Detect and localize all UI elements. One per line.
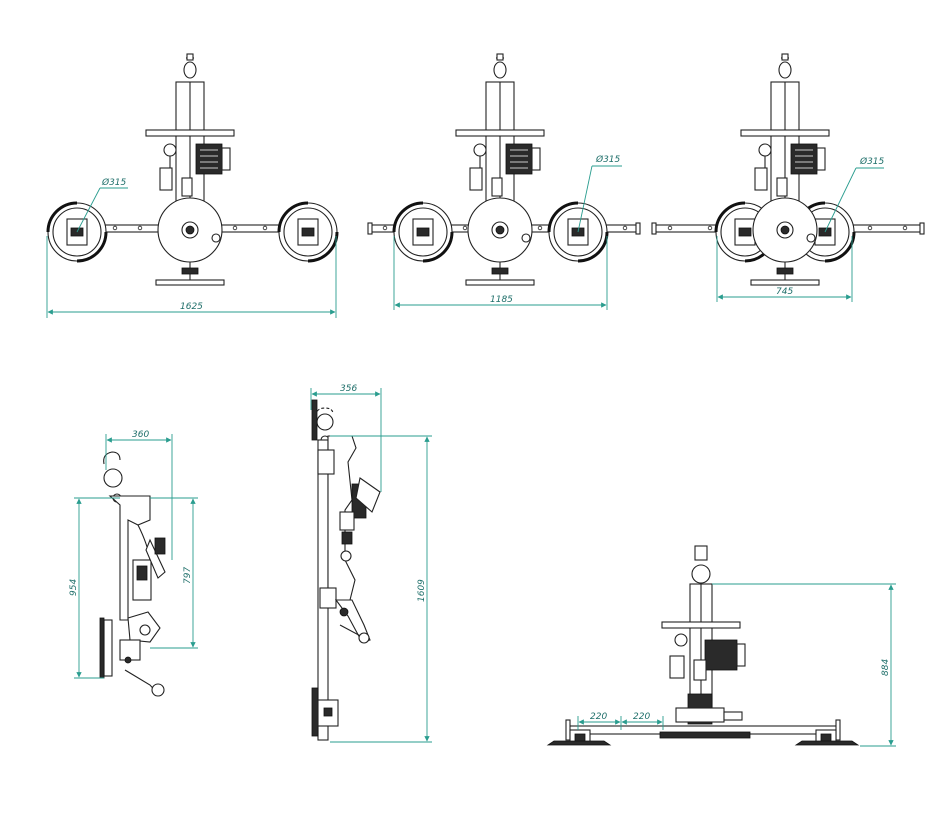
- side1-height-inner-label: 797: [183, 567, 193, 584]
- front-view: 220 220 884: [546, 545, 896, 747]
- side1-height-outer-label: 954: [69, 579, 79, 596]
- front-spacing-2-label: 220: [633, 712, 650, 722]
- side2-depth-label: 356: [340, 384, 357, 394]
- view1-width-label: 1625: [180, 302, 203, 312]
- top-view-1185: Ø315 1185: [367, 53, 641, 310]
- view2-diameter-label: Ø315: [595, 154, 621, 165]
- view1-diameter-label: Ø315: [101, 177, 127, 188]
- side-view-tilted: 360 954 797: [69, 430, 198, 697]
- front-height-label: 884: [881, 659, 891, 676]
- suction-pad-icon: [277, 201, 339, 263]
- side2-height-label: 1609: [417, 579, 427, 602]
- view3-width-label: 745: [776, 287, 793, 297]
- suction-pad-icon: [392, 201, 454, 263]
- side1-depth-label: 360: [132, 430, 149, 440]
- front-spacing-1-label: 220: [590, 712, 607, 722]
- view2-width-label: 1185: [490, 295, 513, 305]
- side-view-vertical: 356 1609: [310, 384, 432, 743]
- view3-diameter-label: Ø315: [859, 156, 885, 167]
- top-view-1625: Ø315 1625: [46, 53, 339, 318]
- top-view-745: Ø315 745: [651, 53, 925, 302]
